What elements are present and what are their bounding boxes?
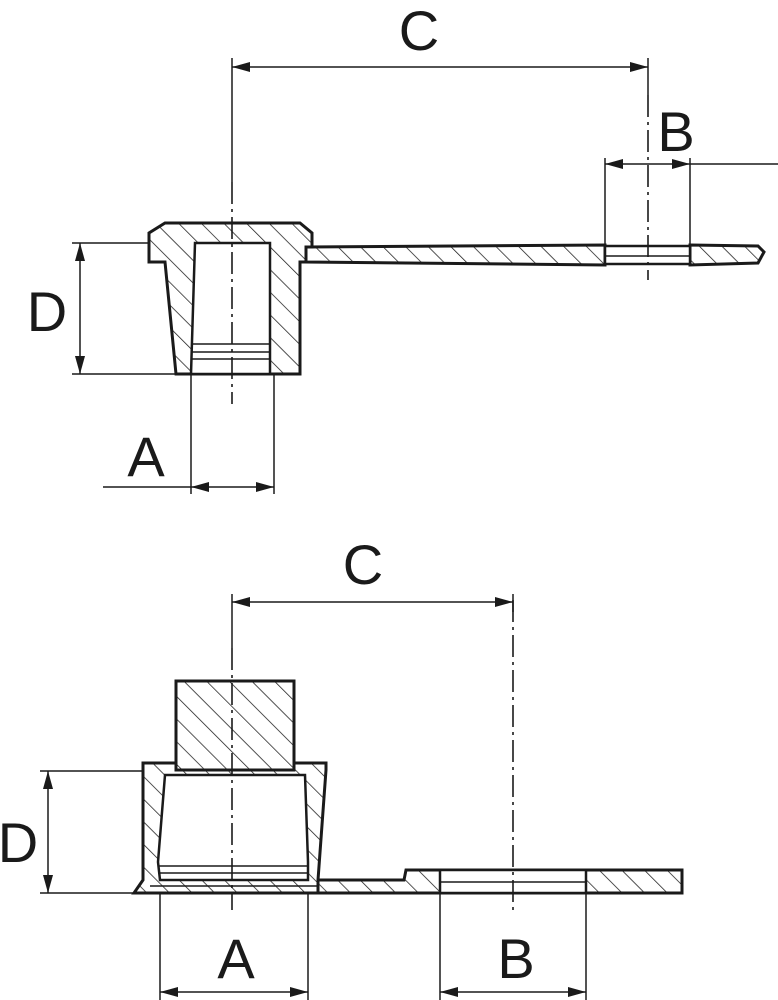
top-tab-left bbox=[304, 243, 607, 267]
top-dim-a-label: A bbox=[127, 425, 165, 488]
bottom-dim-d-label: D bbox=[0, 811, 38, 874]
bottom-dim-a-label: A bbox=[217, 927, 255, 990]
top-dim-c-label: C bbox=[399, 0, 439, 62]
top-tab-right bbox=[688, 243, 766, 267]
bottom-dim-c-label: C bbox=[343, 533, 383, 596]
top-dim-b-label: B bbox=[657, 100, 694, 163]
top-dim-d-label: D bbox=[27, 280, 67, 343]
top-cap-bore bbox=[189, 241, 272, 376]
bottom-cup-cavity bbox=[156, 773, 310, 882]
bottom-plug bbox=[174, 679, 296, 772]
bottom-view: C D A B bbox=[0, 533, 684, 1000]
top-view: C B D A bbox=[27, 0, 778, 494]
bottom-dim-b-label: B bbox=[497, 927, 534, 990]
